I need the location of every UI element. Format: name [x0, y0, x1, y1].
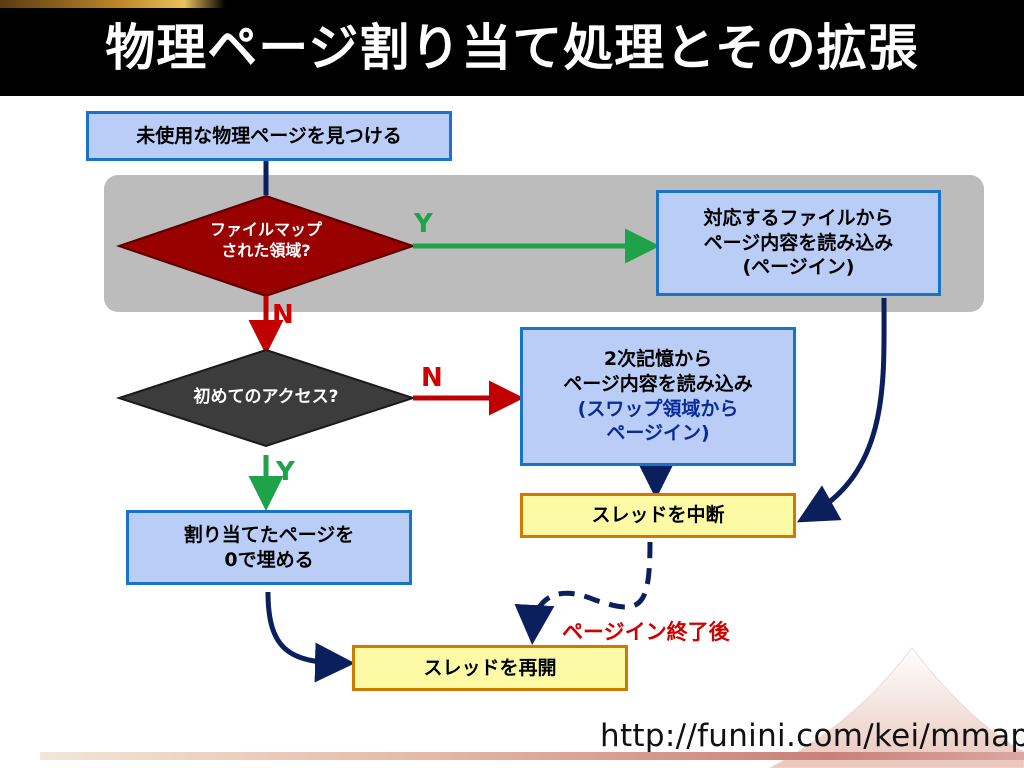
node-suspend-thread: スレッドを中断 [520, 493, 796, 538]
node-find-free-page-label: 未使用な物理ページを見つける [136, 124, 402, 147]
node-read-from-file: 対応するファイルから ページ内容を読み込み (ページイン) [656, 190, 941, 296]
bottom-accent-stripe [40, 752, 1024, 760]
node-read-from-swap-label: 2次記憶から ページ内容を読み込み [563, 348, 753, 395]
node-read-from-swap-note: (スワップ領域から ページイン) [577, 397, 739, 445]
node-read-from-file-label: 対応するファイルから ページ内容を読み込み (ページイン) [703, 206, 894, 279]
node-resume-thread-label: スレッドを再開 [423, 656, 557, 679]
node-find-free-page: 未使用な物理ページを見つける [86, 111, 452, 161]
label-access-no: N [421, 363, 443, 393]
title-bar: 物理ページ割り当て処理とその拡張 [0, 0, 1024, 96]
node-suspend-thread-label: スレッドを中断 [591, 504, 725, 527]
label-file-yes: Y [414, 209, 433, 239]
decision-first-access [115, 348, 417, 448]
node-resume-thread: スレッドを再開 [352, 645, 628, 691]
arrow-zerofill-to-resume [265, 591, 355, 683]
decision-first-access-label: 初めてのアクセス? [193, 387, 339, 407]
label-file-no: N [272, 300, 294, 330]
decision-file-mapped-label: ファイルマップ された領域? [209, 220, 322, 260]
arrow-suspend-to-resume-dashed [514, 541, 653, 645]
slide-title: 物理ページ割り当て処理とその拡張 [105, 19, 919, 77]
label-access-yes: Y [276, 457, 295, 487]
title-accent-stripe [0, 0, 1024, 8]
arrow-readfile-to-suspend [796, 297, 887, 523]
label-after-pagein: ページイン終了後 [562, 620, 730, 644]
mountain-decoration [769, 647, 1024, 768]
node-read-from-swap: 2次記憶から ページ内容を読み込み (スワップ領域から ページイン) [520, 327, 796, 466]
source-url: http://funini.com/kei/mmap/ [600, 718, 1024, 754]
node-zero-fill: 割り当てたページを 0で埋める [126, 510, 412, 585]
node-zero-fill-label: 割り当てたページを 0で埋める [183, 523, 355, 571]
